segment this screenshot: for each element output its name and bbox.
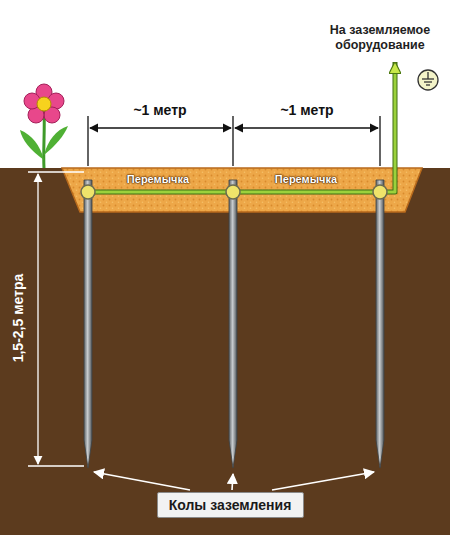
ground-bar: [426, 84, 430, 85]
caption-box: Колы заземления: [157, 492, 304, 518]
dimension-tick: [28, 465, 84, 466]
dimension-tick: [232, 116, 233, 166]
dimension-line: [235, 127, 378, 128]
dimension-tick: [379, 116, 380, 166]
jumper-wire: [88, 62, 395, 192]
green-wire: [88, 64, 395, 192]
dimension-label: ~1 метр: [133, 102, 186, 118]
rod-clamp: [226, 185, 240, 199]
ground-rod: [84, 180, 92, 468]
flower-center: [37, 97, 51, 111]
flower: [20, 84, 68, 168]
ground-bar: [422, 78, 434, 79]
leader-arrow: [272, 472, 374, 490]
ground-symbol: [418, 70, 438, 90]
flower-leaf: [44, 126, 68, 155]
ground-rod: [229, 180, 237, 468]
dimension-line: [90, 127, 231, 128]
rod-clamp: [373, 185, 387, 199]
target-note: На заземляемое оборудование: [312, 23, 448, 53]
ground-rods: [84, 180, 384, 468]
depth-label: 1,5-2,5 метра: [10, 274, 26, 363]
ground-rod: [376, 180, 384, 468]
ground-circle: [418, 70, 438, 90]
dimension-label: ~1 метр: [280, 102, 333, 118]
flower-petals: [24, 84, 64, 123]
ground-stem: [427, 72, 428, 79]
rod-caption: Колы заземления: [168, 497, 293, 513]
jumper-label: Перемычка: [127, 173, 189, 185]
rod-pointers: [94, 472, 374, 490]
jumper-label: Перемычка: [275, 173, 337, 185]
leader-arrow: [232, 474, 233, 490]
ground-bar: [424, 81, 432, 82]
clamps: [81, 185, 387, 199]
soil: [0, 168, 450, 535]
dimension-vertical: [28, 172, 84, 466]
rod-clamp: [81, 185, 95, 199]
dimension-tick: [87, 116, 88, 166]
dimension-horizontal: [88, 116, 380, 166]
dimension-line: [37, 174, 38, 464]
wire-outline: [88, 62, 395, 192]
flower-leaf: [20, 130, 44, 160]
leader-arrow: [94, 472, 190, 490]
dimension-tick: [28, 171, 84, 172]
